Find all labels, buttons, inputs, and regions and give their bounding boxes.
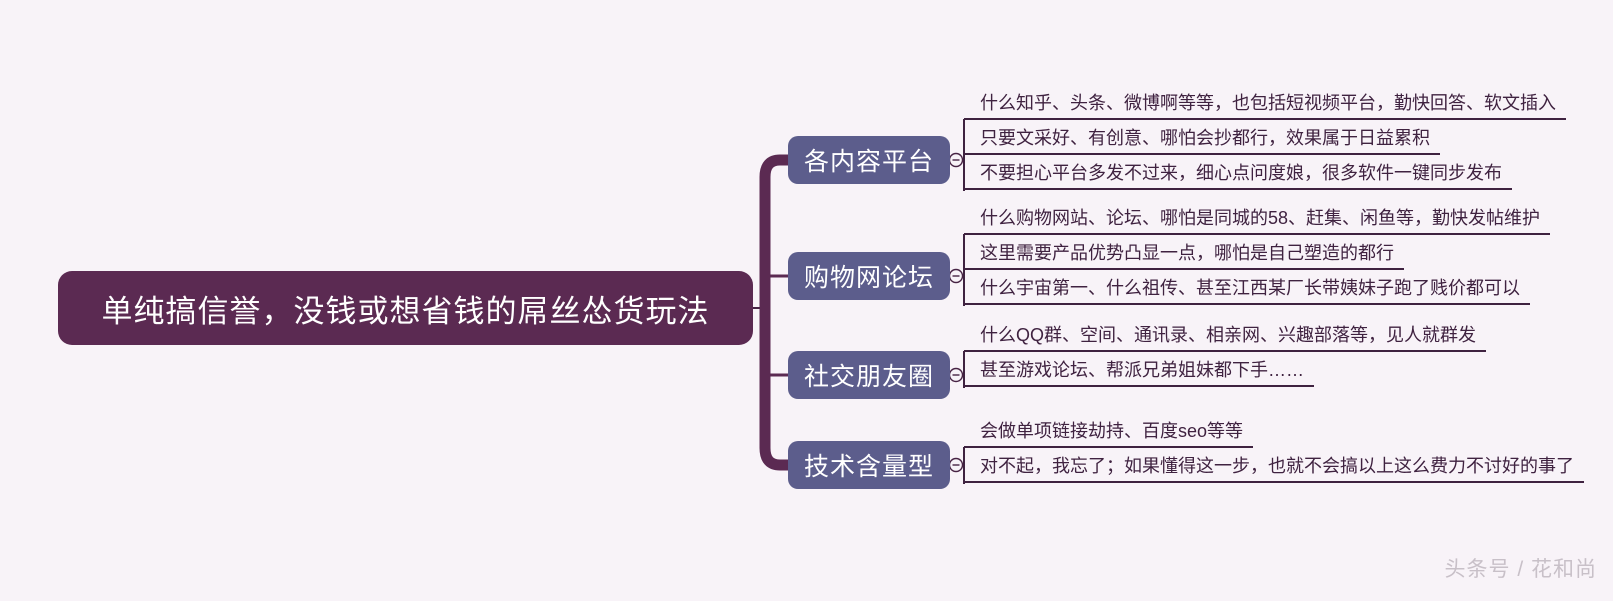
collapse-toggle-3[interactable] — [948, 367, 964, 383]
leaf-node[interactable]: 只要文采好、有创意、哪怕会抄都行，效果属于日益累积 — [964, 121, 1440, 155]
leaf-node[interactable]: 什么知乎、头条、微博啊等等，也包括短视频平台，勤快回答、软文插入 — [964, 86, 1566, 120]
leaf-node[interactable]: 什么QQ群、空间、通讯录、相亲网、兴趣部落等，见人就群发 — [964, 318, 1486, 352]
root-node[interactable]: 单纯搞信誉，没钱或想省钱的屌丝怂货玩法 — [58, 271, 753, 345]
collapse-toggle-1[interactable] — [948, 152, 964, 168]
leaf-node[interactable]: 甚至游戏论坛、帮派兄弟姐妹都下手…… — [964, 353, 1314, 387]
leaf-node[interactable]: 会做单项链接劫持、百度seo等等 — [964, 414, 1254, 448]
leaf-node[interactable]: 什么购物网站、论坛、哪怕是同城的58、赶集、闲鱼等，勤快发帖维护 — [964, 201, 1551, 235]
leaf-node[interactable]: 对不起，我忘了；如果懂得这一步，也就不会搞以上这么费力不讨好的事了 — [964, 449, 1584, 483]
trunk-bracket — [759, 154, 790, 471]
leaf-node[interactable]: 这里需要产品优势凸显一点，哪怕是自己塑造的都行 — [964, 236, 1404, 270]
branch-content-platforms[interactable]: 各内容平台 — [788, 136, 950, 184]
branch-social-circles[interactable]: 社交朋友圈 — [788, 351, 950, 399]
watermark: 头条号 / 花和尚 — [1444, 558, 1597, 581]
collapse-toggle-4[interactable] — [948, 457, 964, 473]
leaf-node[interactable]: 不要担心平台多发不过来，细心点问度娘，很多软件一键同步发布 — [964, 156, 1512, 190]
collapse-toggle-2[interactable] — [948, 268, 964, 284]
branch-technical[interactable]: 技术含量型 — [788, 441, 950, 489]
leaf-node[interactable]: 什么宇宙第一、什么祖传、甚至江西某厂长带姨妹子跑了贱价都可以 — [964, 271, 1530, 305]
branch-shopping-forums[interactable]: 购物网论坛 — [788, 252, 950, 300]
